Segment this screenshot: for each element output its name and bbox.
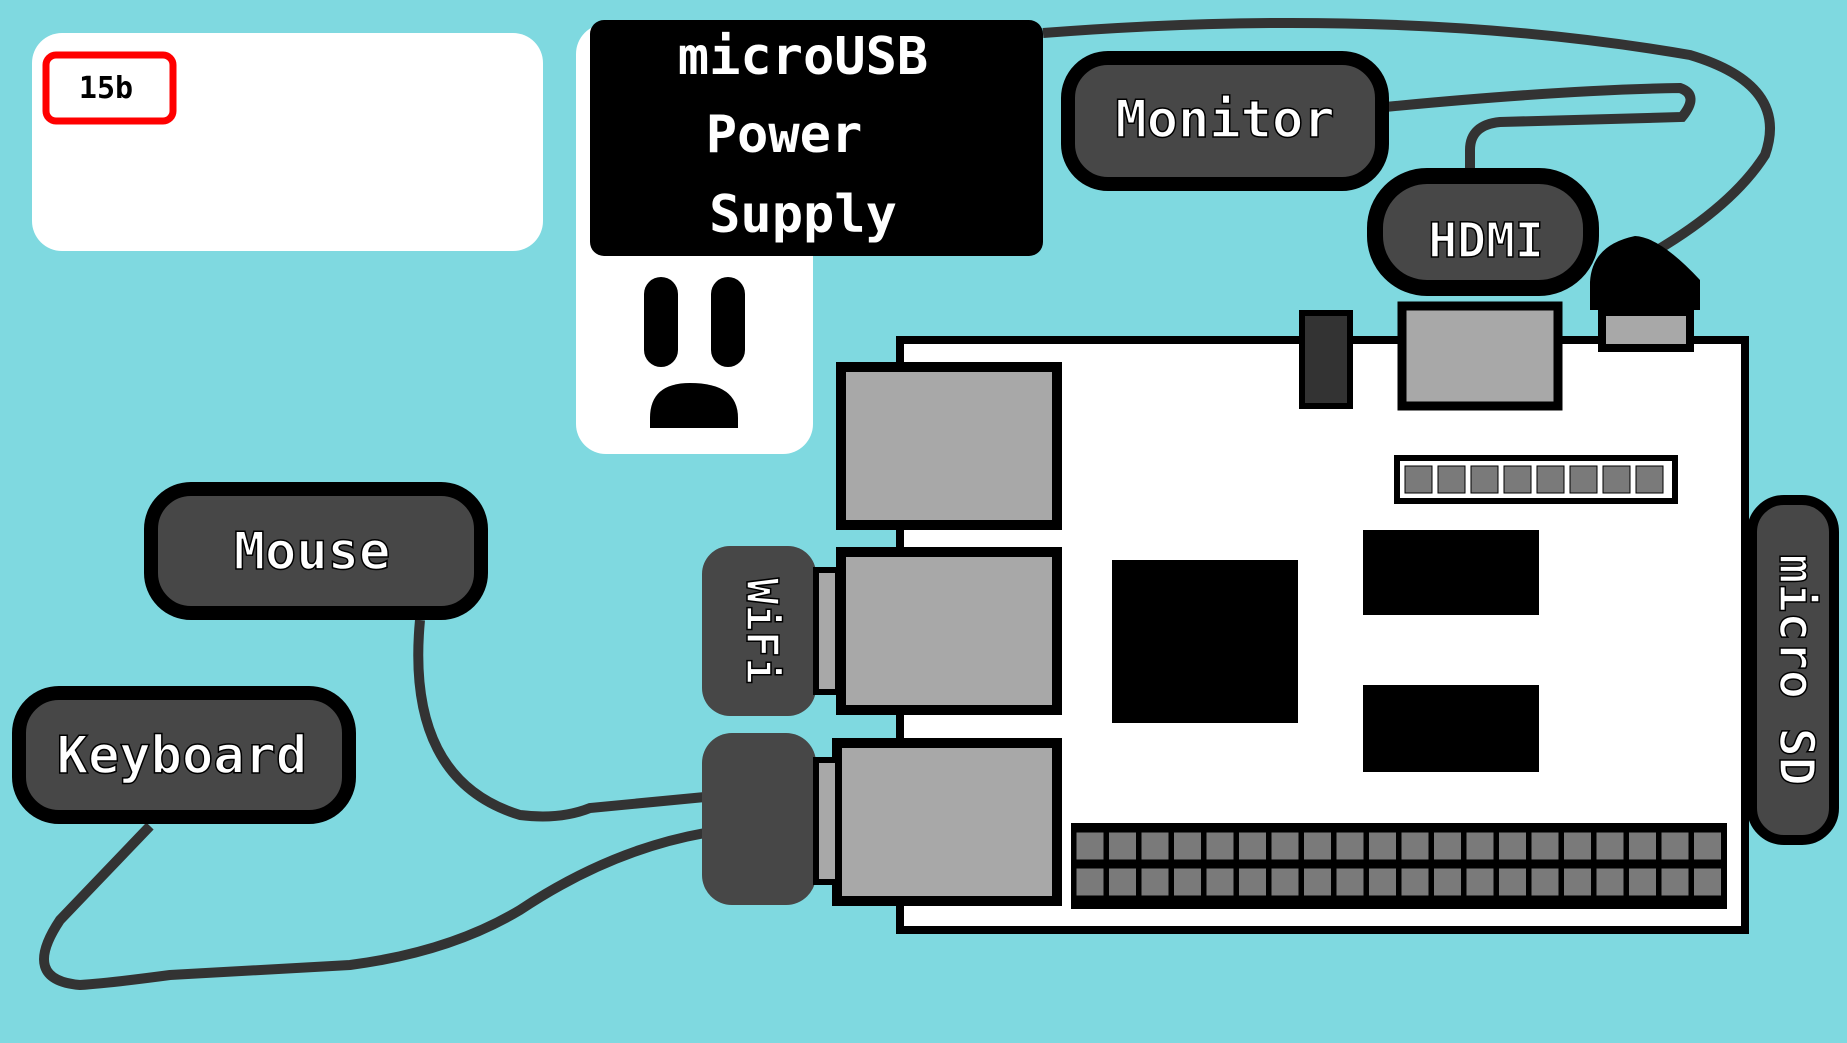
wifi-dongle: WiFi (702, 546, 841, 716)
header-pin (1238, 867, 1267, 897)
header-pin (1693, 867, 1722, 897)
keyboard-cable (39, 822, 706, 991)
hdmi-label: HDMI (1428, 213, 1544, 269)
header-pin (1238, 831, 1267, 861)
header-pin (1075, 831, 1105, 861)
header-pin (1602, 465, 1631, 494)
header-pin (1628, 867, 1657, 897)
mouse-label: Mouse (234, 522, 391, 582)
header-pin (1433, 867, 1462, 897)
power-supply-line-2: Power (706, 105, 863, 165)
header-pin (1140, 831, 1170, 861)
header-pin (1368, 867, 1397, 897)
header-pin (1270, 831, 1300, 861)
camera-connector (1299, 310, 1353, 409)
header-pin (1530, 831, 1560, 861)
header-pin (1108, 831, 1137, 861)
chip-upper-right (1363, 530, 1539, 615)
header-pin (1536, 465, 1565, 494)
usb-port-bottom (832, 738, 1062, 906)
chip-lower-right (1363, 685, 1539, 772)
monitor-label: Monitor (1115, 90, 1334, 150)
header-pin (1433, 831, 1462, 861)
microsd-label: micro SD (1768, 554, 1824, 785)
wifi-label: WiFi (736, 578, 787, 684)
power-supply-box (590, 20, 1043, 256)
mouse-cable (413, 619, 706, 822)
header-pin (1205, 867, 1235, 897)
header-pin (1635, 465, 1664, 494)
header-pin (1595, 831, 1625, 861)
hdmi-label-box (1367, 168, 1599, 296)
header-pin (1498, 831, 1527, 861)
header-pin (1628, 831, 1657, 861)
header-pin (1465, 867, 1495, 897)
header-pin (1303, 831, 1332, 861)
header-pin (1368, 831, 1397, 861)
id-badge-label: 15b (79, 71, 133, 106)
header-pin (1205, 831, 1235, 861)
header-pin (1569, 465, 1598, 494)
header-pin (1660, 867, 1690, 897)
header-pin (1693, 831, 1722, 861)
header-pin (1660, 831, 1690, 861)
header-pin (1173, 831, 1202, 861)
keyboard-label: Keyboard (57, 726, 307, 786)
header-pin (1140, 867, 1170, 897)
header-pin (1400, 831, 1430, 861)
header-pin (1503, 465, 1532, 494)
header-pin (1335, 867, 1365, 897)
header-pin (1498, 867, 1527, 897)
header-pin (1075, 867, 1105, 897)
power-supply-line-1: microUSB (678, 27, 928, 87)
hdmi-port (1397, 301, 1563, 411)
header-pin (1270, 867, 1300, 897)
header-pin (1400, 867, 1430, 897)
usb-port-top (836, 362, 1062, 530)
header-pin (1437, 465, 1466, 494)
header-pin (1303, 867, 1332, 897)
header-pin (1563, 831, 1592, 861)
monitor-hdmi-cable (1384, 82, 1696, 170)
header-pin (1595, 867, 1625, 897)
chip-large (1112, 560, 1298, 723)
micro-usb-plug (1590, 236, 1700, 352)
power-supply-line-3: Supply (709, 185, 897, 245)
header-pin (1563, 867, 1592, 897)
usb-hub-plug (702, 733, 841, 905)
header-pin (1108, 867, 1137, 897)
microsd-label-box (1747, 495, 1839, 845)
usb-port-middle (836, 547, 1062, 715)
mouse-label-box (144, 482, 488, 620)
header-pin (1465, 831, 1495, 861)
header-pin (1335, 831, 1365, 861)
keyboard-label-box (12, 686, 356, 824)
header-pin (1173, 867, 1202, 897)
header-pin (1530, 867, 1560, 897)
monitor-label-box (1061, 51, 1389, 191)
id-badge (42, 51, 177, 125)
header-pin (1470, 465, 1499, 494)
power-cable (1042, 17, 1775, 265)
header-pin (1404, 465, 1433, 494)
